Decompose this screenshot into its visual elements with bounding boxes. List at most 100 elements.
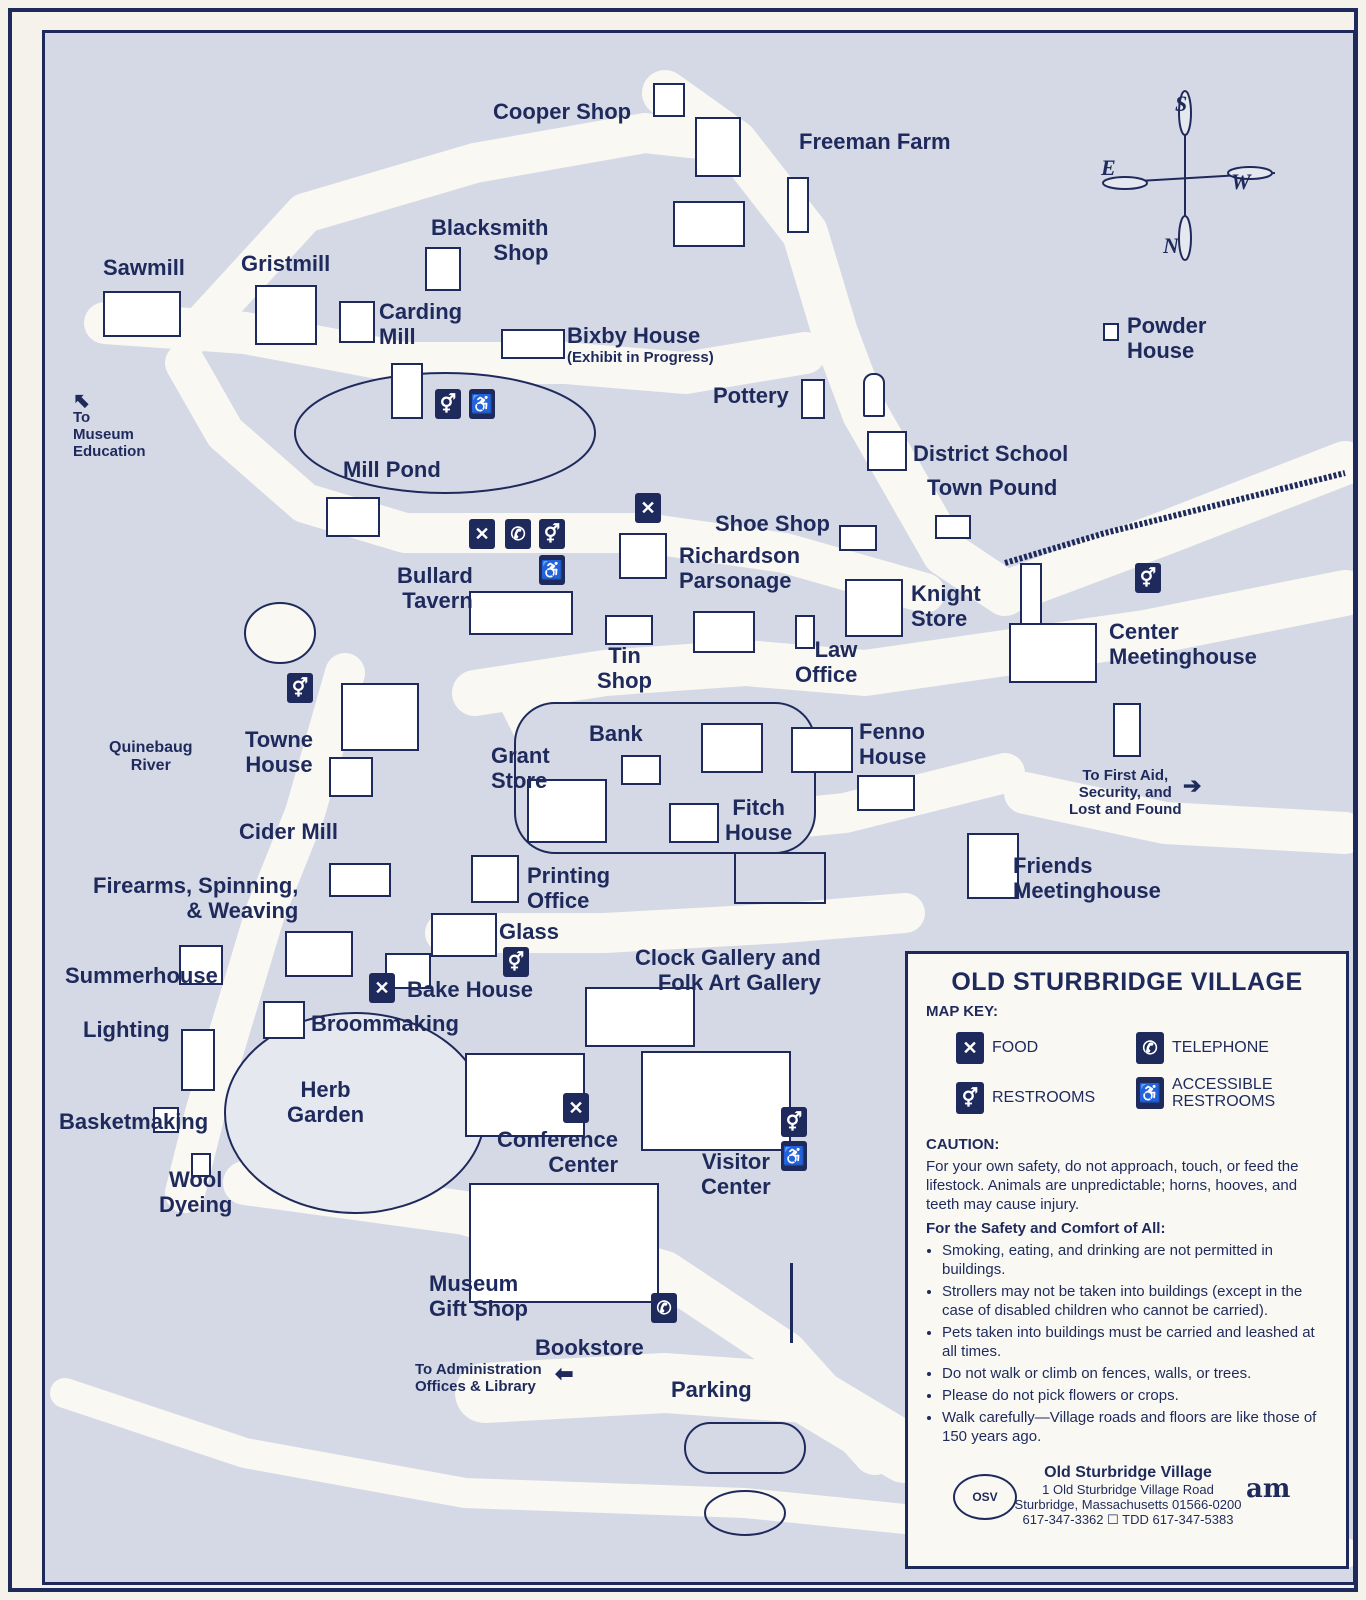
parking-circle [704, 1490, 786, 1536]
compass-w: W [1231, 169, 1251, 194]
map-key-legend: ✕ FOOD ✆ TELEPHONE ⚥ RESTROOMS ♿ ACCESSI… [926, 1020, 1328, 1130]
map-area: Cooper Shop Freeman Farm Sawmill Gristmi… [42, 30, 1356, 1585]
restrooms-icon: ⚥ [287, 673, 313, 703]
arrow-admin-icon: ⬅ [555, 1361, 574, 1386]
restrooms-icon: ⚥ [1135, 563, 1161, 593]
restrooms-icon: ⚥ [503, 947, 529, 977]
label-basketmaking: Basketmaking [59, 1109, 209, 1134]
safety-heading: For the Safety and Comfort of All: [926, 1220, 1166, 1237]
bixby-house-building [501, 329, 565, 359]
cider-mill-building [329, 863, 391, 897]
center-meetinghouse-building [1009, 623, 1097, 683]
blacksmith-building [425, 247, 461, 291]
arrow-museum-education-icon: ⬉ [73, 390, 90, 412]
label-mill-pond: Mill Pond [343, 457, 441, 482]
bank-building [621, 755, 661, 785]
safety-rules: Smoking, eating, and drinking are not pe… [926, 1241, 1328, 1446]
label-law-office: Law Office [795, 637, 858, 687]
mill-restroom-building [391, 363, 423, 419]
fork-knife-icon: ✕ [369, 973, 395, 1003]
law-office-building [795, 615, 815, 649]
tin-shop-building [605, 615, 653, 645]
bullard-tavern-building [469, 591, 573, 635]
restrooms-icon: ⚥ [956, 1082, 984, 1114]
compass-e: E [1101, 155, 1116, 180]
arrow-first-aid-icon: ➔ [1183, 773, 1202, 798]
label-gristmill: Gristmill [241, 251, 331, 276]
label-bank: Bank [589, 721, 643, 746]
legend-telephone: ✆ TELEPHONE [1136, 1032, 1269, 1064]
label-cooper-shop: Cooper Shop [493, 99, 632, 124]
label-parking: Parking [671, 1377, 752, 1402]
towne-house-building [341, 683, 419, 751]
mill-pond-area [294, 372, 596, 494]
label-to-first-aid: To First Aid, Security, and Lost and Fou… [1069, 767, 1182, 818]
wheelchair-icon: ♿ [539, 555, 565, 585]
museum-gift-shop-building [469, 1183, 659, 1303]
label-visitor-center: Visitor Center [701, 1149, 771, 1199]
fitch-barn [669, 803, 719, 843]
label-conference-center: Conference Center [497, 1127, 619, 1177]
org-name: Old Sturbridge Village [1044, 1464, 1212, 1481]
rule-item: Pets taken into buildings must be carrie… [942, 1323, 1328, 1361]
compass-s: S [1175, 91, 1188, 116]
label-broommaking: Broommaking [311, 1011, 459, 1036]
restrooms-icon: ⚥ [781, 1107, 807, 1137]
label-fitch-house: Fitch House [725, 795, 793, 845]
compass-n: N [1163, 233, 1179, 258]
phone-line: 617-347-3362 ☐ TDD 617-347-5383 [1022, 1512, 1234, 1527]
label-knight-store: Knight Store [911, 581, 981, 631]
label-pottery: Pottery [713, 383, 789, 408]
freeman-farm-building [695, 117, 741, 177]
road-south [425, 893, 925, 953]
telephone-icon: ✆ [651, 1293, 677, 1323]
wheelchair-icon: ♿ [1136, 1077, 1164, 1109]
fork-knife-icon: ✕ [635, 493, 661, 523]
rule-item: Do not walk or climb on fences, walls, o… [942, 1364, 1328, 1383]
legend-restrooms: ⚥ RESTROOMS [956, 1082, 1095, 1114]
powder-house-building [1103, 323, 1119, 341]
pottery-building [801, 379, 825, 419]
label-firearms: Firearms, Spinning, & Weaving [93, 873, 299, 923]
richardson-parsonage-building [693, 611, 755, 653]
label-center-meetinghouse: Center Meetinghouse [1109, 619, 1257, 669]
map-title: OLD STURBRIDGE VILLAGE [951, 968, 1303, 996]
label-freeman-farm: Freeman Farm [799, 129, 951, 154]
label-quinebaug-river: Quinebaug River [109, 739, 193, 774]
small-pond [244, 602, 316, 664]
address-line-1: 1 Old Sturbridge Village Road [1042, 1482, 1214, 1497]
rule-item: Smoking, eating, and drinking are not pe… [942, 1241, 1328, 1279]
fenno-house-building [791, 727, 853, 773]
carding-mill-building [339, 301, 375, 343]
label-friends-meetinghouse: Friends Meetinghouse [1013, 853, 1161, 903]
label-to-museum-education: To Museum Education [73, 409, 146, 460]
knight-store-building [845, 579, 903, 637]
flagpole [790, 1263, 793, 1343]
grant-store-building [527, 779, 607, 843]
stone-wall-east [1004, 470, 1346, 566]
wheelchair-icon: ♿ [469, 389, 495, 419]
fitch-yard [734, 852, 826, 904]
lighting-building [181, 1029, 215, 1091]
label-grant-store: Grant Store [491, 743, 550, 793]
road-mill [84, 302, 826, 394]
freeman-farm-house [673, 201, 745, 247]
label-blacksmith-shop: Blacksmith Shop [431, 215, 549, 265]
label-richardson-parsonage: Richardson Parsonage [679, 543, 801, 593]
fenno-barn [857, 775, 915, 811]
restrooms-icon: ⚥ [539, 519, 565, 549]
fitch-house-building [701, 723, 763, 773]
freeman-barn [787, 177, 809, 233]
label-towne-house: Towne House [245, 727, 314, 777]
telephone-icon: ✆ [505, 519, 531, 549]
fork-knife-icon: ✕ [469, 519, 495, 549]
rule-item: Walk carefully—Village roads and floors … [942, 1408, 1328, 1446]
label-bixby-house: Bixby House [567, 323, 701, 348]
towne-house-ell [329, 757, 373, 797]
compass-rose [1102, 90, 1276, 261]
legend-restrooms-label: RESTROOMS [992, 1089, 1096, 1106]
address-block: Old Sturbridge Village 1 Old Sturbridge … [926, 1464, 1330, 1528]
label-sawmill: Sawmill [103, 255, 185, 280]
town-pound-building [935, 515, 971, 539]
wool-dyeing-building [191, 1153, 211, 1177]
